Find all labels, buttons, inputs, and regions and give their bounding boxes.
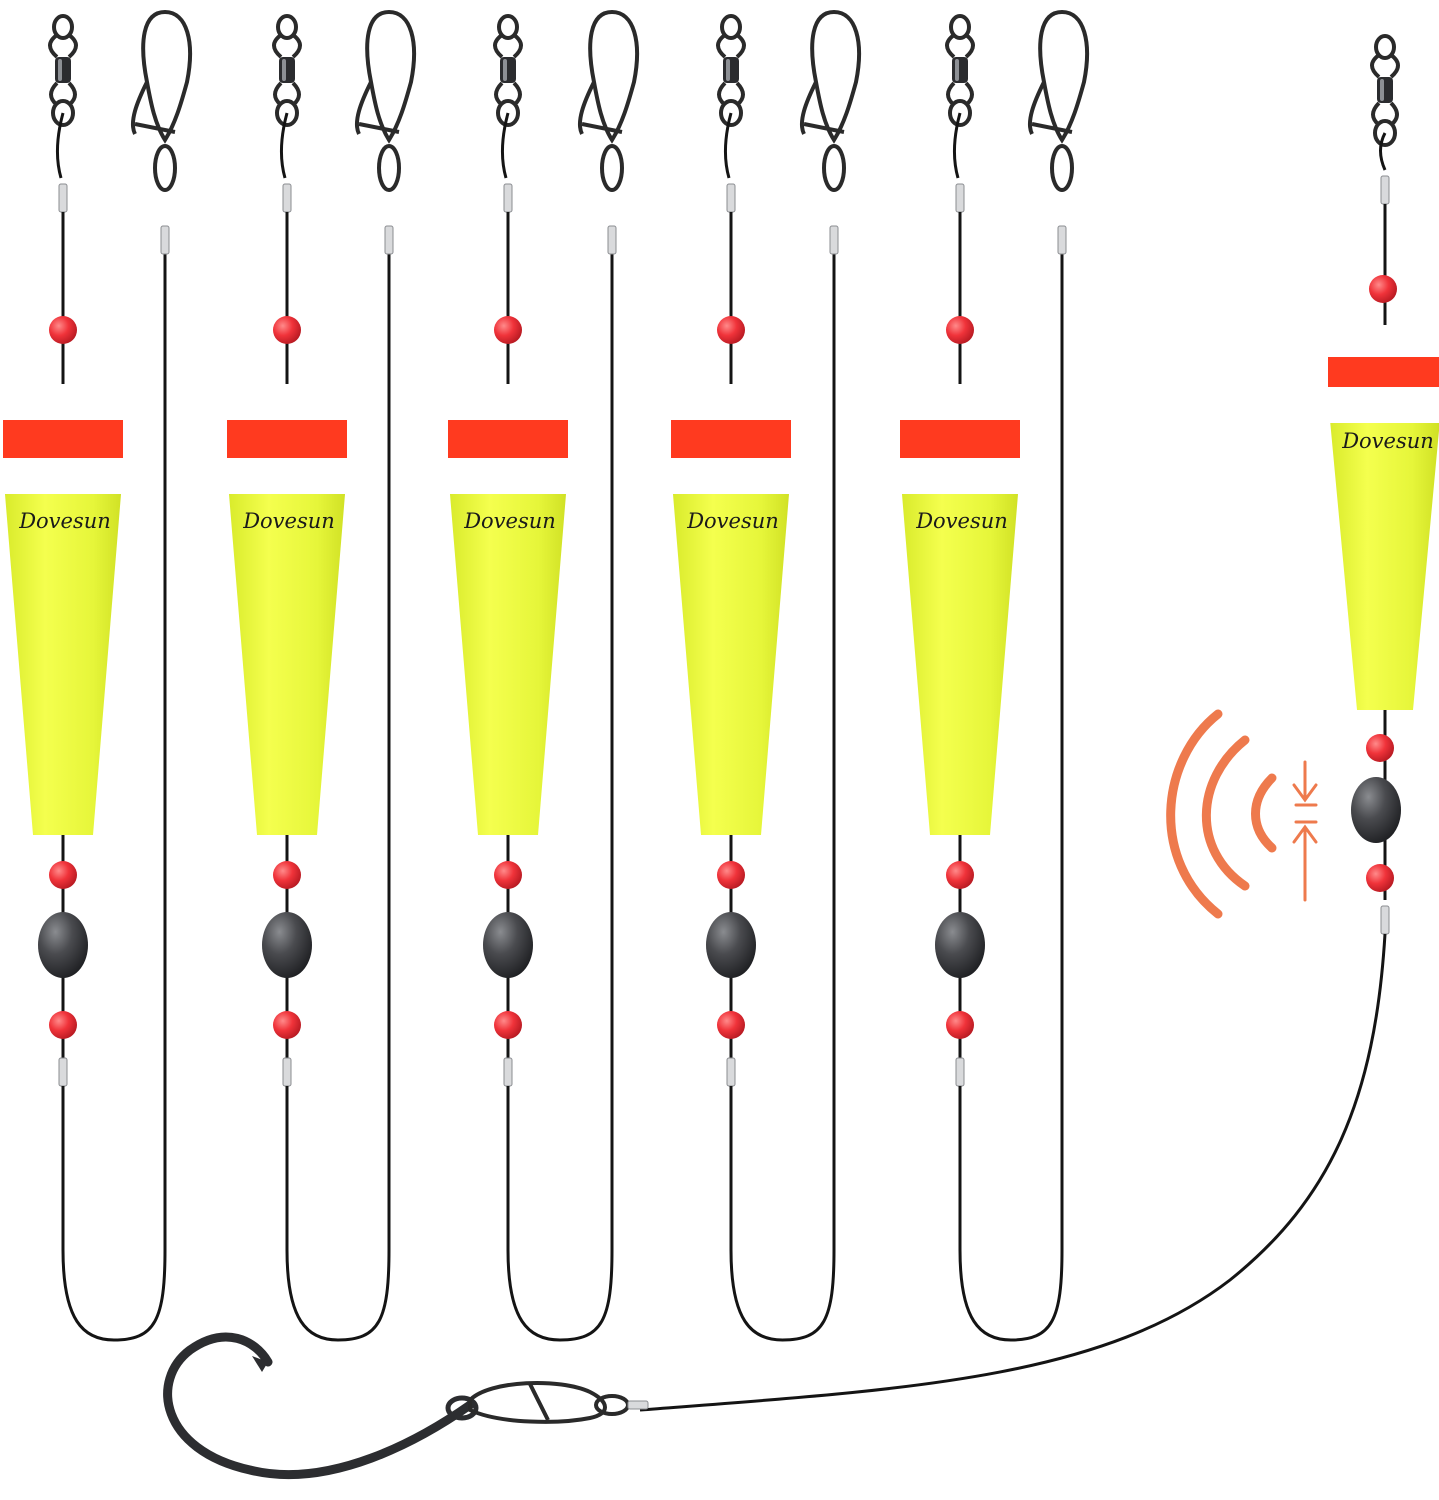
brand-mark: Dovesun: [242, 509, 335, 533]
rig-6: Dovesun: [639, 34, 1439, 1412]
float: Dovesun: [3, 384, 123, 835]
float: Dovesun: [671, 384, 791, 835]
float: Dovesun: [1328, 325, 1439, 710]
snap-icon: [1027, 10, 1090, 192]
snap-icon: [468, 1380, 649, 1424]
bead: [49, 316, 77, 344]
swivel-icon: [945, 14, 975, 127]
bead: [717, 316, 745, 344]
snap-icon: [799, 10, 862, 192]
rig-2: Dovesun: [227, 10, 417, 1342]
snap-icon: [577, 10, 640, 192]
brand-mark: Dovesun: [915, 509, 1008, 533]
snap-icon: [354, 10, 417, 192]
rig-4: Dovesun: [671, 10, 862, 1342]
brand-mark: Dovesun: [1341, 429, 1434, 453]
float: Dovesun: [448, 384, 568, 835]
swivel-icon: [272, 14, 302, 127]
fishing-hook-icon: [163, 1332, 479, 1479]
float: Dovesun: [227, 384, 347, 835]
brand-mark: Dovesun: [463, 509, 556, 533]
compression-arrows-icon: [1292, 760, 1318, 902]
bead: [494, 316, 522, 344]
vibration-wave-icon: [1166, 709, 1277, 919]
snap-icon: [130, 10, 193, 192]
rig-3: Dovesun: [448, 10, 640, 1342]
rig-1: Dovesun: [3, 10, 193, 1342]
rig-5: Dovesun: [900, 10, 1090, 1342]
swivel-icon: [1370, 34, 1400, 147]
brand-mark: Dovesun: [18, 509, 111, 533]
bead: [1369, 275, 1397, 303]
swivel-icon: [493, 14, 523, 127]
brand-mark: Dovesun: [686, 509, 779, 533]
bead: [273, 316, 301, 344]
swivel-icon: [48, 14, 78, 127]
bead: [946, 316, 974, 344]
float: Dovesun: [900, 384, 1020, 835]
swivel-icon: [716, 14, 746, 127]
